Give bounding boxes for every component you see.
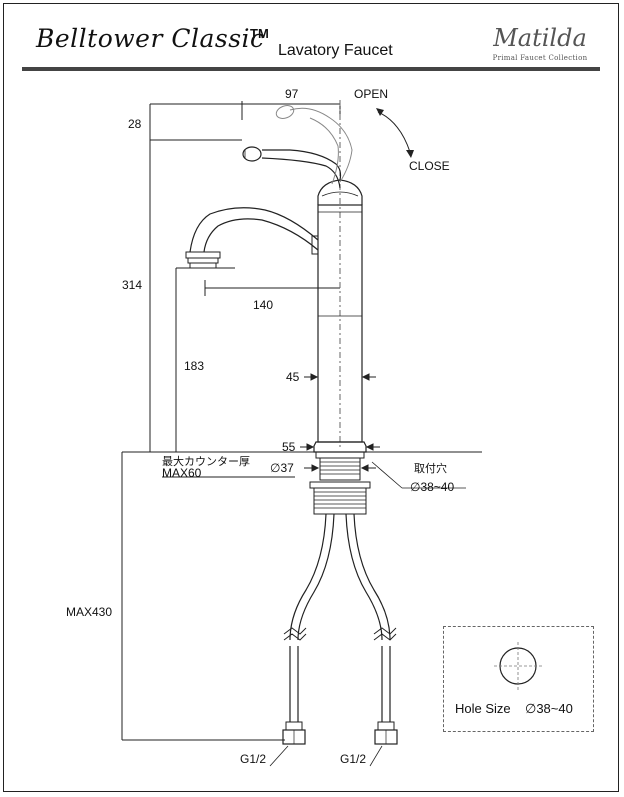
hole-size-label: Hole Size: [455, 701, 511, 716]
counter-thickness-label: 最大カウンター厚: [162, 456, 250, 468]
mounting-hole-size: ∅38~40: [410, 480, 455, 494]
hose-right-outer: [345, 513, 383, 641]
dim-total-height: 314: [122, 278, 143, 292]
dim-handle-reach: 97: [285, 87, 299, 101]
label-open: OPEN: [354, 87, 389, 101]
mounting-nut: [313, 487, 367, 515]
hole-size-value: ∅38~40: [525, 701, 573, 716]
handle-open-knob: [275, 105, 295, 119]
brand-logo: Matilda: [493, 24, 587, 52]
dim-spout-height: 183: [184, 359, 205, 373]
hole-size-panel: [443, 626, 594, 732]
dim-handle-height: 28: [128, 117, 142, 131]
hose-left-outer: [289, 513, 327, 641]
label-close: CLOSE: [409, 159, 450, 173]
handle-lever: [262, 149, 342, 181]
mounting-hole-label: 取付穴: [414, 463, 447, 475]
product-title: Belltower Classic: [36, 24, 265, 53]
dim-base-diameter: 55: [282, 440, 296, 454]
counter-thickness-max: MAX60: [162, 466, 202, 480]
dim-hose-length: MAX430: [66, 605, 113, 619]
product-subtitle: Lavatory Faucet: [278, 42, 393, 59]
dim-shank-diameter: ∅37: [270, 461, 294, 475]
open-close-arrow: [377, 111, 411, 153]
handle-knob: [242, 146, 262, 162]
threaded-shank: [319, 457, 361, 481]
mounting-washer: [309, 481, 371, 489]
drawing-frame: [3, 3, 619, 792]
brand-tagline: Primal Faucet Collection: [492, 54, 588, 62]
handle-open-ghost: [289, 107, 353, 183]
connection-right-size: G1/2: [340, 752, 367, 766]
dim-body-diameter: 45: [286, 370, 300, 384]
header-rule: [22, 67, 600, 71]
trademark-mark: TM: [250, 26, 269, 41]
connection-left-size: G1/2: [240, 752, 267, 766]
spout-aerator: [185, 251, 221, 259]
faucet-base: [313, 441, 367, 453]
dim-spout-reach: 140: [253, 298, 274, 312]
faucet-spout: [189, 207, 319, 253]
